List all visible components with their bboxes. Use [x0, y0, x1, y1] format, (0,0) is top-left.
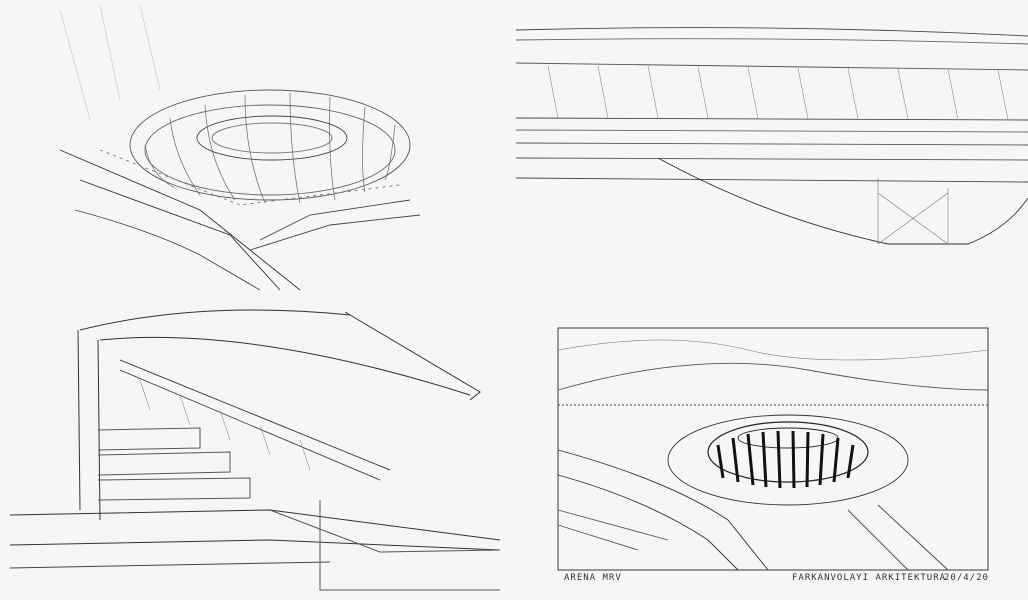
- stadium-aerial-sketch: [0, 0, 440, 300]
- caption-date: 20/4/20: [944, 573, 989, 583]
- roof-section-sketch: [508, 18, 1028, 250]
- grandstand-section-sketch: [0, 300, 520, 600]
- arena-perspective-sketch: [548, 310, 1028, 600]
- caption-author: FARKANVOLAYI ARKITEKTURA: [792, 573, 947, 583]
- caption-title: ARENA MRV: [564, 573, 622, 583]
